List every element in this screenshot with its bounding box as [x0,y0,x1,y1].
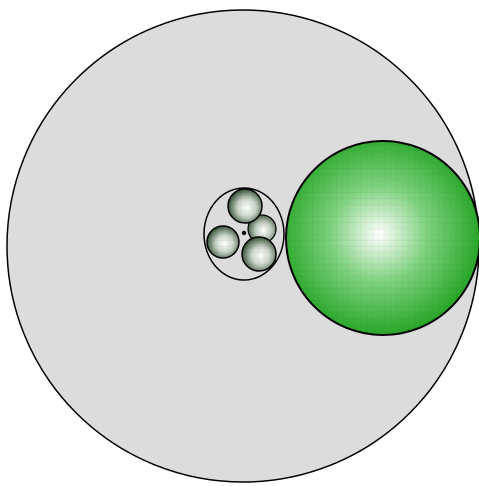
small-sphere-left [207,226,239,258]
cluster-center-dot [242,231,246,235]
small-sphere-bottom-right [242,237,276,271]
sphere-cluster [204,188,284,280]
small-sphere-top [228,189,262,223]
large-sphere [286,141,479,335]
